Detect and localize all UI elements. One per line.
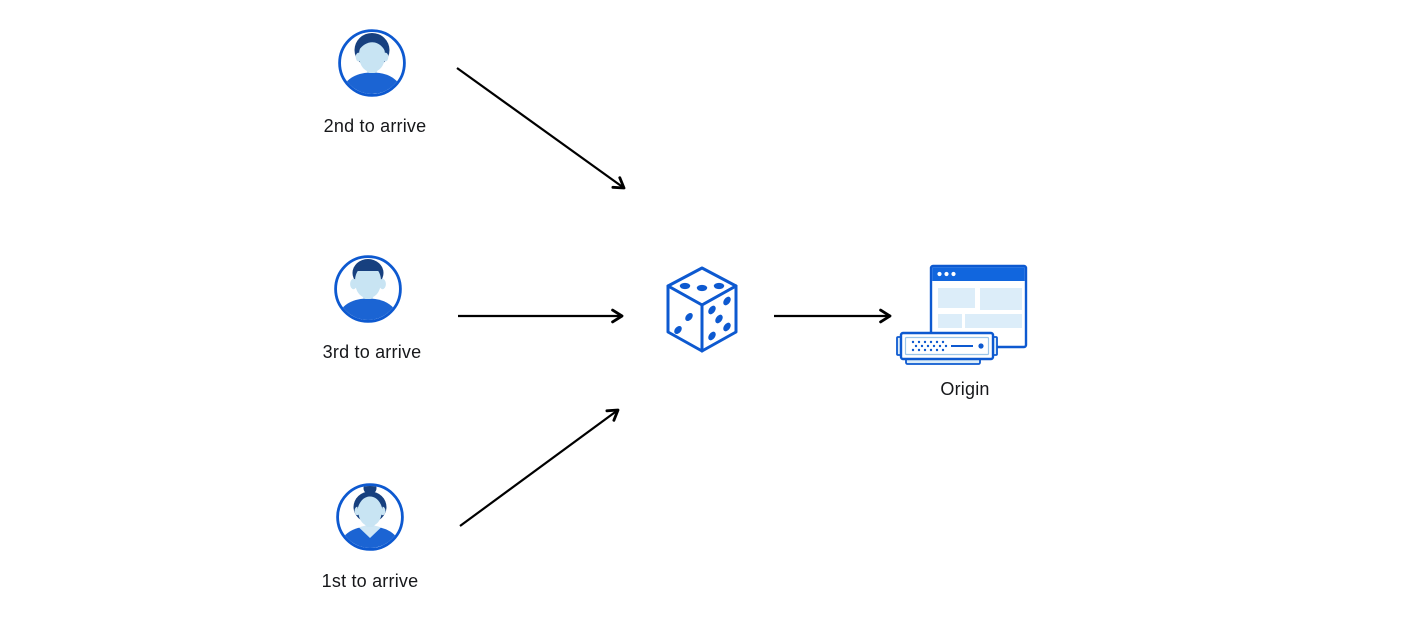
client-node-3rd — [332, 253, 404, 330]
client-node-2nd — [336, 27, 408, 104]
client-label-1st: 1st to arrive — [321, 571, 419, 591]
browser-window-icon — [929, 264, 1028, 349]
arrow-client1-to-dice — [459, 408, 620, 527]
dice-node — [666, 266, 738, 359]
user-avatar-icon — [336, 483, 404, 551]
origin-node — [893, 258, 1033, 373]
client-node-1st — [334, 481, 406, 558]
client-label-2nd: 2nd to arrive — [323, 116, 427, 136]
user-avatar-icon — [338, 29, 406, 97]
browser-server-icon — [896, 264, 1028, 365]
origin-label: Origin — [940, 379, 990, 399]
client-label-3rd: 3rd to arrive — [322, 342, 422, 362]
dice-icon — [666, 266, 738, 353]
user-avatar-icon — [334, 255, 402, 323]
server-icon — [896, 331, 998, 365]
